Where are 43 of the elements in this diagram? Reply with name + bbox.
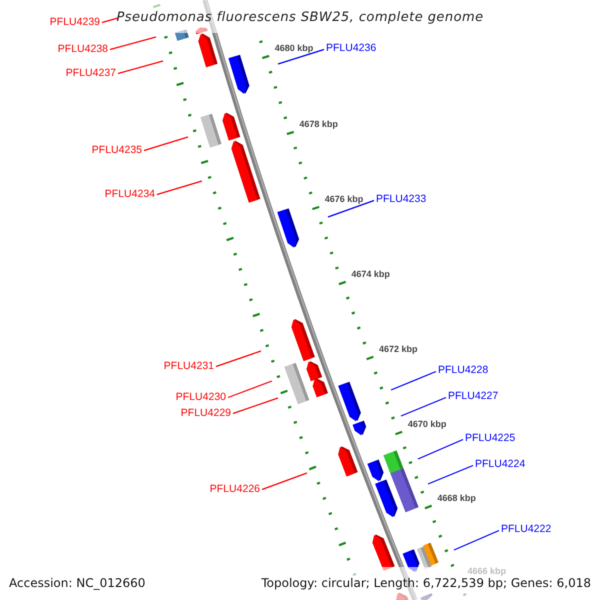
leader-line [216,350,262,368]
gene-label: PFLU4230 [176,390,226,404]
gene-label: PFLU4222 [501,522,552,536]
scale-label: 4676 kbp [324,194,364,204]
leader-line [390,370,436,391]
leader-line [418,438,464,460]
leader-line [110,36,156,50]
scale-label: 4668 kbp [437,494,476,502]
leader-line [454,530,500,551]
gene-label: PFLU4238 [58,42,108,56]
leader-line [232,397,278,414]
gene-label: PFLU4235 [92,144,142,156]
leader-line [228,380,272,398]
leader-line [278,48,324,65]
leader-line [400,396,446,417]
leader-line [328,200,374,218]
gene-label: PFLU4227 [448,390,498,402]
leader-line [156,180,202,196]
leader-line [262,472,308,490]
gene-label: PFLU4231 [164,360,214,372]
gene-label: PFLU4224 [475,458,526,470]
gene-label: PFLU4234 [104,188,155,200]
gene-label: PFLU4236 [326,42,376,54]
gene-label: PFLU4226 [210,482,260,496]
leader-line [118,60,164,74]
gene-label: PFLU4225 [465,432,516,444]
accession-text: Accession: NC_012660 [9,577,146,591]
scale-label: 4680 kbp [274,44,314,52]
scale-label: 4666 kbp [468,566,506,576]
gene-label: PFLU4233 [376,192,426,206]
gene-label: PFLU4229 [180,406,231,420]
scale-label: 4672 kbp [379,344,418,354]
scale-label: 4678 kbp [299,120,338,128]
genome-summary-text: Topology: circular; Length: 6,722,539 bp; Genes: 6,018 [261,577,591,591]
gene-label: PFLU4237 [66,66,116,80]
leader-line [144,136,188,152]
gene-label: PFLU4228 [438,364,488,376]
leader-line [102,17,118,24]
scale-label: 4674 kbp [351,270,390,278]
gene-label: PFLU4239 [50,16,100,28]
map-title: Pseudomonas fluorescens SBW25, complete genome [116,10,484,26]
scale-label: 4670 kbp [408,420,446,428]
leader-line [428,464,474,485]
